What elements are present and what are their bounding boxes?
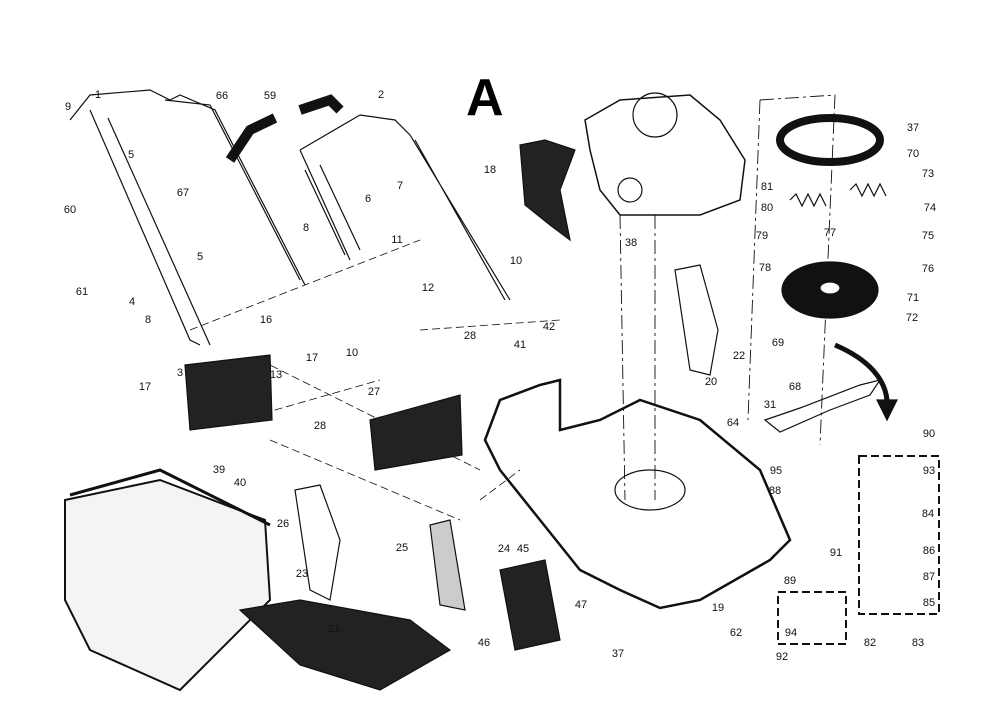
part-callout-label: 12 [421,282,435,294]
part-callout-label: 86 [922,545,936,557]
part-callout-label: 4 [128,296,136,308]
part-callout-label: 19 [711,602,725,614]
part-callout-label: 1 [94,89,102,101]
part-callout-label: 24 [497,543,511,555]
part-callout-label: 95 [769,465,783,477]
part-callout-label: 3 [176,367,184,379]
part-callout-label: 87 [922,571,936,583]
part-callout-label: 74 [923,202,937,214]
part-callout-label: 31 [763,399,777,411]
part-callout-label: 21 [327,623,341,635]
deflector-27 [369,394,463,471]
part-callout-label: 7 [396,180,404,192]
part-callout-label: 45 [516,543,530,555]
part-callout-label: 91 [829,547,843,559]
part-callout-label: 10 [345,347,359,359]
part-callout-label: 5 [127,149,135,161]
part-callout-label: 92 [775,651,789,663]
grass-deflector [429,519,466,611]
height-adjuster-right [674,264,719,376]
part-callout-label: 94 [784,627,798,639]
part-callout-label: 72 [905,312,919,324]
part-callout-label: 37 [611,648,625,660]
part-callout-label: 41 [513,339,527,351]
part-callout-label: 88 [768,485,782,497]
mower-deck [483,378,792,610]
part-callout-label: 17 [305,352,319,364]
part-callout-label: 8 [302,222,310,234]
discharge-chute [238,599,452,691]
part-callout-label: 73 [921,168,935,180]
part-callout-label: 89 [783,575,797,587]
part-callout-label: 69 [771,337,785,349]
part-callout-label: 37 [906,122,920,134]
part-callout-label: 93 [922,465,936,477]
part-callout-label: 2 [377,89,385,101]
part-callout-label: 46 [477,637,491,649]
part-callout-label: 83 [911,637,925,649]
part-callout-label: 10 [509,255,523,267]
part-callout-label: 17 [138,381,152,393]
upper-handle [299,114,511,301]
part-callout-label: 38 [624,237,638,249]
blade-brake-housing [776,114,884,166]
part-callout-label: 67 [176,187,190,199]
height-adjuster-left [294,484,341,601]
part-callout-label: 11 [391,234,403,246]
section-letter: A [466,69,504,127]
part-callout-label: 9 [64,101,72,113]
part-callout-label: 80 [760,202,774,214]
part-callout-label: 22 [732,350,746,362]
part-callout-label: 76 [921,263,935,275]
part-callout-label: 39 [212,464,226,476]
part-callout-label: 8 [144,314,152,326]
part-callout-label: 16 [259,314,273,326]
part-callout-label: 6 [364,193,372,205]
part-callout-label: 77 [823,227,837,239]
part-callout-label: 90 [922,428,936,440]
part-callout-label: 13 [269,369,283,381]
lower-handle-left [67,86,302,352]
fuel-hose [225,113,278,163]
part-callout-label: 70 [906,148,920,160]
part-callout-label: 40 [233,477,247,489]
part-callout-label: 42 [542,321,556,333]
part-callout-label: 18 [483,164,497,176]
rear-guard [184,354,273,431]
part-callout-label: 28 [463,330,477,342]
part-callout-label: 25 [395,542,409,554]
part-callout-label: 28 [313,420,327,432]
grass-catcher [64,478,272,692]
part-callout-label: 61 [75,286,89,298]
part-callout-label: 85 [922,597,936,609]
part-callout-label: 71 [906,292,920,304]
part-callout-label: 75 [921,230,935,242]
part-callout-label: 68 [788,381,802,393]
blade [763,379,882,433]
part-callout-label: 81 [760,181,774,193]
part-callout-label: 66 [215,90,229,102]
part-callout-label: 47 [574,599,588,611]
part-callout-label: 23 [295,568,309,580]
part-callout-label: 78 [758,262,772,274]
part-callout-label: 64 [726,417,740,429]
part-callout-label: 79 [755,230,769,242]
part-callout-label: 84 [921,508,935,520]
part-callout-label: 5 [196,251,204,263]
mulch-plug [499,559,561,651]
part-callout-label: 20 [704,376,718,388]
part-callout-label: 60 [63,204,77,216]
engine-guard [519,139,576,242]
engine [584,94,746,216]
part-callout-label: 27 [367,386,381,398]
assembly-83-box [858,455,940,615]
part-callout-label: 82 [863,637,877,649]
part-callout-label: 62 [729,627,743,639]
part-callout-label: 59 [263,90,277,102]
part-callout-label: 26 [276,518,290,530]
